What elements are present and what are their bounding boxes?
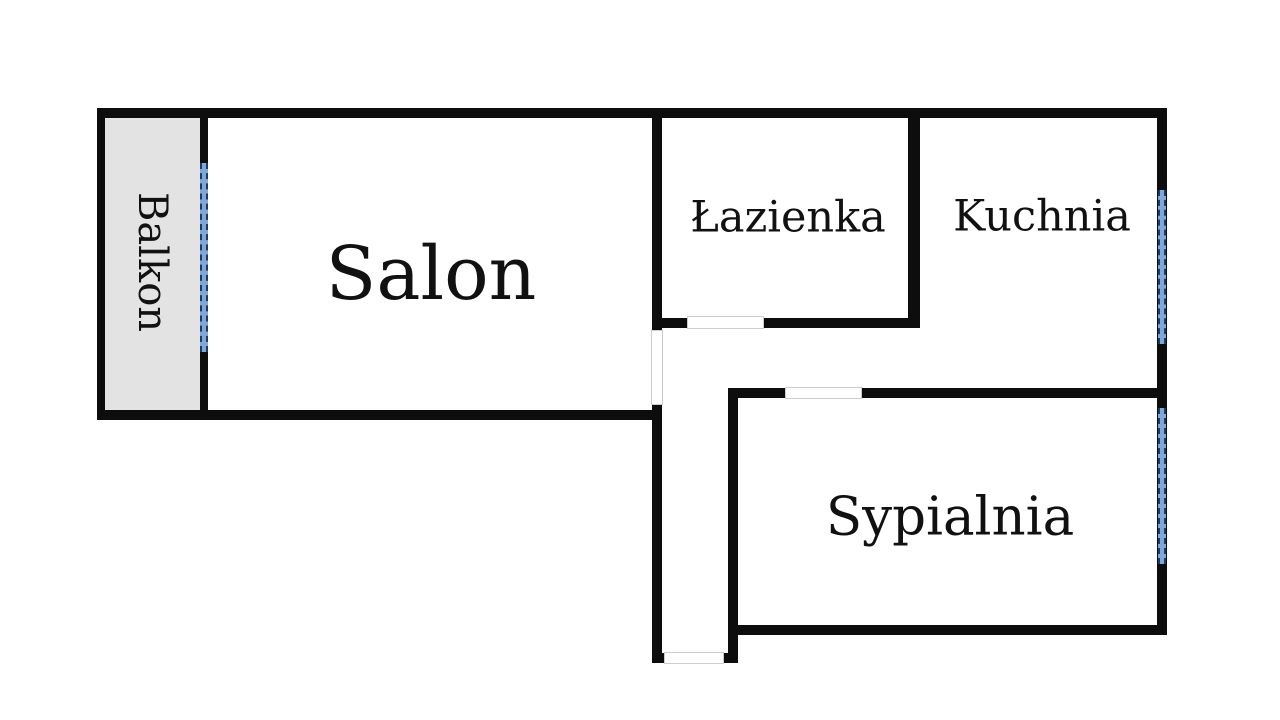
door-hall-bottom-icon	[664, 652, 724, 664]
room-balkon	[105, 118, 200, 412]
wall-sypialnia-bottom-outer	[728, 625, 1167, 635]
window-balkon-icon	[200, 163, 208, 352]
hallway	[662, 328, 728, 653]
label-kuchnia: Kuchnia	[953, 191, 1131, 242]
wall-lazienka-kuchnia-divider	[908, 118, 920, 328]
label-lazienka: Łazienka	[690, 192, 886, 243]
wall-kuchnia-bottom-sypialnia-top	[728, 388, 1167, 398]
wall-top-outer	[97, 108, 1167, 118]
door-sypialnia-icon	[785, 387, 862, 399]
window-sypialnia-icon	[1158, 408, 1166, 564]
wall-salon-bottom-outer	[97, 410, 662, 420]
label-salon: Salon	[325, 231, 537, 317]
label-sypialnia: Sypialnia	[825, 486, 1075, 548]
wall-salon-right-upper	[652, 118, 662, 330]
label-balkon: Balkon	[129, 191, 175, 333]
wall-hall-right	[728, 388, 738, 663]
window-kuchnia-icon	[1158, 190, 1166, 344]
door-lazienka-icon	[687, 316, 764, 329]
wall-hall-left	[652, 405, 662, 663]
wall-lazienka-bottom	[662, 318, 913, 328]
door-salon-hall-icon	[651, 330, 663, 405]
room-kuchnia	[920, 118, 1157, 388]
wall-balkon-left-outer	[97, 108, 105, 418]
wall-right-outer	[1157, 108, 1167, 635]
